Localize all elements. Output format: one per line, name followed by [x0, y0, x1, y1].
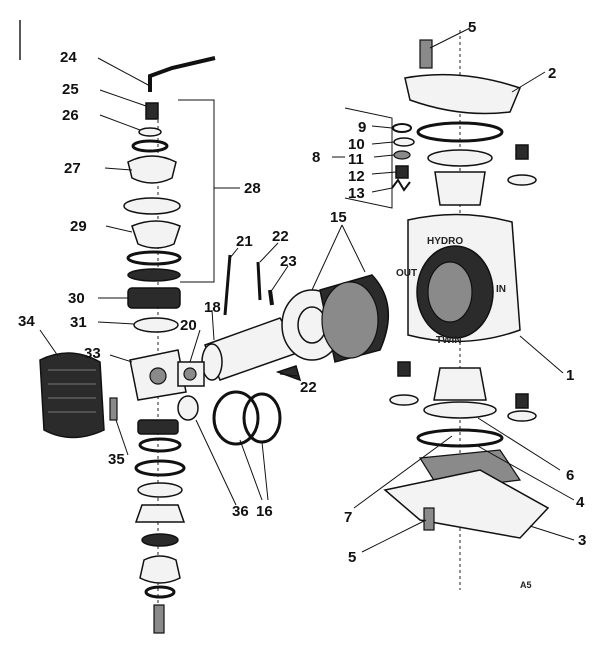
- part-side-valve-top: [515, 144, 529, 160]
- body-label-hydro: HYDRO: [427, 236, 463, 247]
- part-bottom-bolt: [153, 604, 165, 634]
- part-lower-oring-1: [138, 437, 182, 453]
- callout-labels: 5 2 1 3 4 6 7 5 8 9 10 11 12 13 15 16 18…: [18, 19, 586, 566]
- callout-35: 35: [108, 451, 125, 468]
- part-seal-ring: [127, 268, 181, 282]
- part-2-cover: [404, 73, 522, 115]
- part-lower-valve: [433, 367, 487, 401]
- body-label-twin: TWIN: [436, 335, 462, 346]
- callout-6: 6: [566, 467, 574, 484]
- callout-26: 26: [62, 107, 79, 124]
- part-33-yoke-hole: [149, 367, 167, 385]
- part-lower-oring-2: [134, 459, 186, 477]
- bracket-8: [344, 107, 393, 209]
- callout-22-bottom: 22: [300, 379, 317, 396]
- part-16-ring-a: [212, 390, 260, 446]
- part-35-screw: [109, 397, 118, 421]
- part-9-ring: [392, 123, 412, 133]
- part-disc-28: [123, 197, 181, 215]
- part-lower-oring-3: [144, 585, 176, 599]
- callout-18: 18: [204, 299, 221, 316]
- bracket-28: [178, 99, 215, 283]
- part-10-washer: [393, 137, 415, 147]
- callout-7: 7: [344, 509, 352, 526]
- callout-3: 3: [578, 532, 586, 549]
- part-5-bolt-bottom: [423, 507, 435, 531]
- callout-10: 10: [348, 136, 365, 153]
- callout-31: 31: [70, 314, 87, 331]
- part-5-bolt-top: [419, 39, 433, 69]
- part-top-seat: [427, 149, 493, 167]
- center-assembly: [177, 254, 390, 446]
- part-29-seat: [131, 220, 181, 249]
- part-lower-seat: [423, 401, 497, 419]
- callout-8: 8: [312, 149, 320, 166]
- callout-9: 9: [358, 119, 366, 136]
- part-31-washer: [133, 317, 179, 333]
- callout-24: 24: [60, 49, 77, 66]
- part-27-cap: [127, 155, 177, 184]
- callout-13: 13: [348, 185, 365, 202]
- callout-16: 16: [256, 503, 273, 520]
- part-4-gasket: [416, 428, 504, 448]
- part-30-bearing: [127, 287, 181, 309]
- callout-1: 1: [566, 367, 574, 384]
- part-lower-nut: [141, 533, 179, 547]
- callout-23: 23: [280, 253, 297, 270]
- callout-5-top: 5: [468, 19, 476, 36]
- callout-25: 25: [62, 81, 79, 98]
- body-label-in: IN: [496, 284, 506, 295]
- part-16-ring-b: [242, 392, 282, 444]
- part-34-cover: [39, 352, 105, 439]
- body-label-out: OUT: [396, 268, 417, 279]
- valve-group: [344, 107, 415, 209]
- part-top-gasket: [416, 121, 504, 143]
- part-lower-housing: [134, 504, 186, 523]
- part-top-valve: [434, 171, 486, 206]
- callout-15: 15: [330, 209, 347, 226]
- part-oring-top: [131, 139, 169, 153]
- part-lower-bearing: [137, 419, 179, 435]
- corner-code: A5: [520, 580, 532, 590]
- callout-5-bottom: 5: [348, 549, 356, 566]
- callout-36: 36: [232, 503, 249, 520]
- part-oring-29: [126, 250, 182, 266]
- callout-28: 28: [244, 180, 261, 197]
- part-11-disc: [393, 150, 411, 160]
- part-36-washer: [177, 395, 199, 421]
- part-26-washer: [138, 127, 162, 137]
- right-assembly: HYDRO OUT IN TWIN: [383, 30, 550, 590]
- callout-4: 4: [576, 494, 585, 511]
- part-24-lever: [148, 56, 216, 92]
- leader-lines: [39, 27, 575, 553]
- part-12-spring: [395, 165, 409, 179]
- callout-33: 33: [84, 345, 101, 362]
- left-stack: [123, 56, 216, 634]
- part-22-pin: [256, 261, 262, 301]
- part-25-screw: [145, 102, 159, 120]
- callout-22-top: 22: [272, 228, 289, 245]
- part-side-valve-left: [397, 361, 411, 377]
- part-13-clip: [391, 178, 411, 192]
- part-side-valve-right: [515, 393, 529, 409]
- part-21-pin: [223, 254, 232, 316]
- callout-2: 2: [548, 65, 556, 82]
- callout-11: 11: [348, 151, 364, 168]
- callout-21: 21: [236, 233, 253, 250]
- callout-20: 20: [180, 317, 197, 334]
- part-lower-cap: [139, 555, 181, 584]
- part-18-shaft-end: [201, 343, 223, 381]
- part-23-pin: [268, 289, 274, 306]
- callout-30: 30: [68, 290, 85, 307]
- callout-27: 27: [64, 160, 81, 177]
- callout-34: 34: [18, 313, 35, 330]
- callout-29: 29: [70, 218, 87, 235]
- part-lower-washer: [137, 482, 183, 498]
- part-22-cup: [275, 365, 302, 382]
- callout-12: 12: [348, 168, 365, 185]
